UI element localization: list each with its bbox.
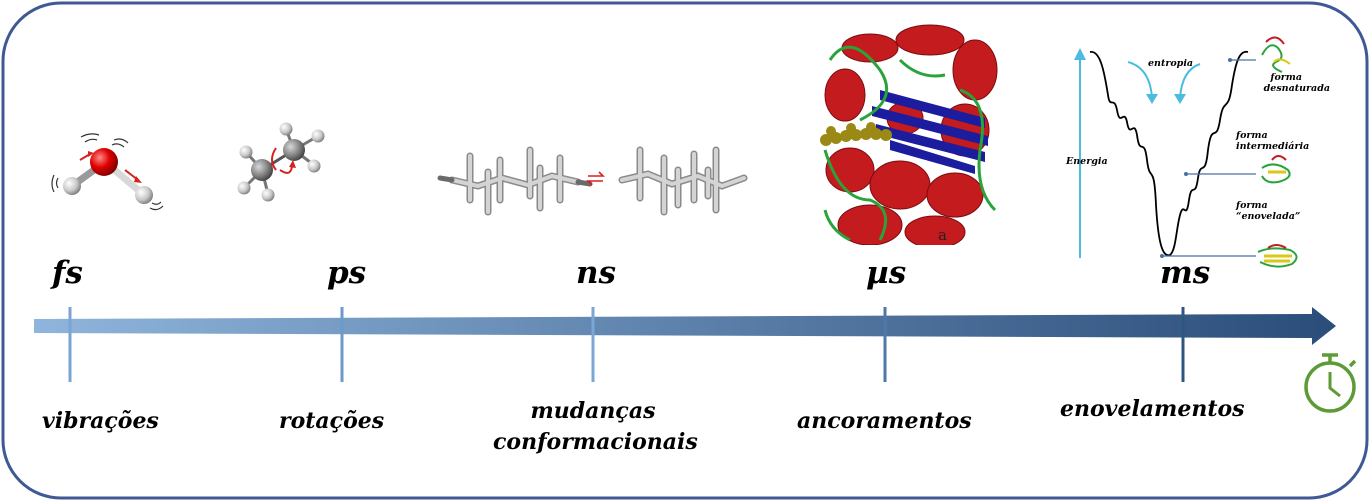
unit-label-ps: ps [327,255,367,291]
entropy-label: entropia [1148,58,1194,69]
state-label-folded: forma “enovelada” [1236,200,1300,222]
state-label-intermediate: forma intermediária [1236,130,1309,152]
process-label-rotations: rotações [279,408,385,434]
state-label-line: forma [1236,200,1268,211]
water-molecule-image [51,133,164,211]
unit-label-ms: ms [1160,255,1211,291]
conformer-right-image [618,146,748,216]
timeline-arrow [34,307,1336,345]
folded-protein-icon [1257,244,1298,268]
protein-structure-image: a [818,20,998,245]
process-label-vibrations: vibrações [42,408,159,434]
unit-label-ns: ns [576,255,616,291]
timeline-ticks [68,307,1185,382]
stopwatch-icon [1304,353,1357,413]
ethane-molecule-image [237,122,325,202]
process-label-line-2: conformacionais [493,429,698,455]
energy-axis-label: Energia [1066,156,1108,167]
state-label-line: forma [1236,130,1268,141]
state-label-line: “enovelada” [1236,211,1301,222]
process-label-line-1: mudanças [530,398,656,424]
intermediate-protein-icon [1261,155,1291,184]
protein-label: a [938,226,947,244]
denatured-protein-icon [1261,36,1291,73]
process-label-conformational-changes: mudanças conformacionais [493,396,698,458]
state-label-denatured: forma desnaturada [1250,72,1330,94]
state-label-line: intermediária [1236,141,1310,152]
equilibrium-arrows-icon [586,171,605,186]
energy-funnel-image [1074,36,1298,268]
unit-label-fs: fs [52,255,83,291]
energy-landscape-curve [1089,50,1249,257]
process-label-docking: ancoramentos [797,408,972,434]
unit-label-us: µs [866,255,907,291]
process-label-folding: enovelamentos [1060,396,1245,422]
state-label-line: desnaturada [1263,83,1330,94]
conformer-left-image [437,146,593,216]
state-label-line: forma [1270,72,1302,83]
